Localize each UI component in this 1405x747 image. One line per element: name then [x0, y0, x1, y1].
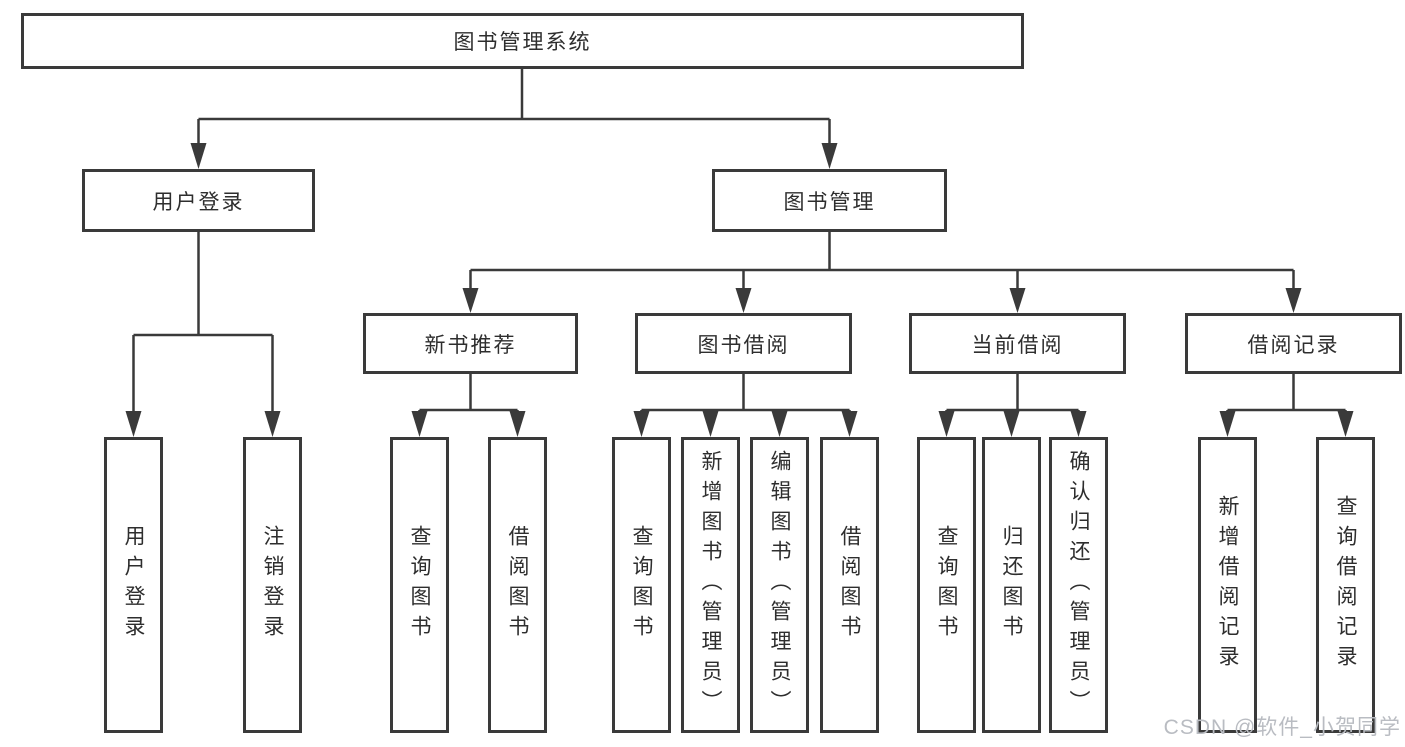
node-user-login: 用户登录 [82, 169, 315, 232]
node-book-management: 图书管理 [712, 169, 947, 232]
node-new-book-recommend: 新书推荐 [363, 313, 578, 374]
node-label: 新增图书（管理员） [699, 450, 722, 720]
node-label: 用户登录 [152, 190, 245, 214]
node-label: 图书借阅 [697, 333, 790, 357]
node-label: 确认归还（管理员） [1067, 450, 1090, 720]
leaf-query-book: 查询图书 [917, 437, 976, 733]
node-label: 查询借阅记录 [1334, 495, 1357, 675]
node-system-root: 图书管理系统 [21, 13, 1024, 69]
leaf-edit-book-admin: 编辑图书（管理员） [750, 437, 809, 733]
node-borrowing-records: 借阅记录 [1185, 313, 1402, 374]
csdn-watermark: CSDN @软件_小贺同学 [1163, 716, 1401, 739]
node-label: 新增借阅记录 [1216, 495, 1239, 675]
node-label: 借阅记录 [1247, 333, 1340, 357]
leaf-query-book: 查询图书 [390, 437, 449, 733]
leaf-query-book: 查询图书 [612, 437, 671, 733]
leaf-borrow-book: 借阅图书 [820, 437, 879, 733]
node-label: 归还图书 [1000, 525, 1023, 645]
leaf-add-borrow-record: 新增借阅记录 [1198, 437, 1257, 733]
leaf-query-borrow-record: 查询借阅记录 [1316, 437, 1375, 733]
node-label: 查询图书 [630, 525, 653, 645]
node-label: 新书推荐 [424, 333, 517, 357]
leaf-return-book: 归还图书 [982, 437, 1041, 733]
node-label: 用户登录 [122, 525, 145, 645]
node-label: 借阅图书 [838, 525, 861, 645]
leaf-add-book-admin: 新增图书（管理员） [681, 437, 740, 733]
node-label: 图书管理 [783, 190, 876, 214]
node-label: 查询图书 [408, 525, 431, 645]
node-label: 当前借阅 [971, 333, 1064, 357]
leaf-user-login: 用户登录 [104, 437, 163, 733]
node-label: 图书管理系统 [453, 31, 592, 54]
node-current-borrowing: 当前借阅 [909, 313, 1126, 374]
leaf-borrow-book: 借阅图书 [488, 437, 547, 733]
node-label: 编辑图书（管理员） [768, 450, 791, 720]
node-label: 查询图书 [935, 525, 958, 645]
leaf-logout: 注销登录 [243, 437, 302, 733]
arrowheads [125, 143, 1354, 437]
leaf-confirm-return-admin: 确认归还（管理员） [1049, 437, 1108, 733]
node-book-borrowing: 图书借阅 [635, 313, 852, 374]
node-label: 注销登录 [261, 525, 284, 645]
node-label: 借阅图书 [506, 525, 529, 645]
